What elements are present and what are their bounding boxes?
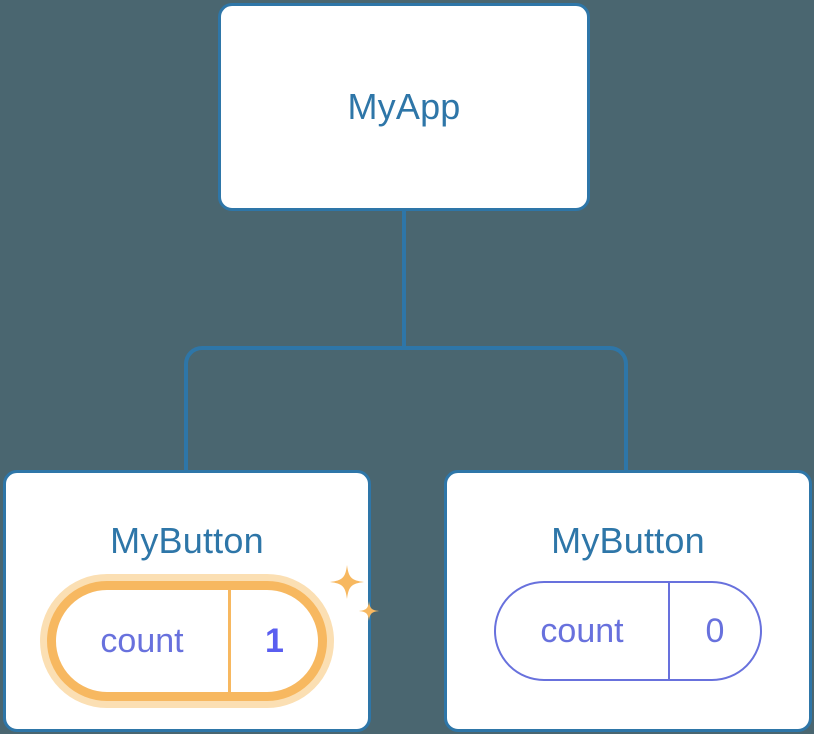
state-pill-right[interactable]: count 0 (494, 581, 762, 681)
state-value-right: 0 (668, 583, 760, 679)
node-mybutton-right[interactable]: MyButton count 0 (444, 470, 812, 732)
state-key-left: count (100, 622, 184, 660)
node-mybutton-left[interactable]: MyButton count 1 (3, 470, 379, 732)
node-myapp-title: MyApp (347, 86, 461, 127)
node-myapp[interactable]: MyApp (218, 3, 590, 211)
state-pill-left-wrap: count 1 (47, 581, 327, 701)
state-pill-right-wrap: count 0 (494, 581, 762, 681)
node-mybutton-left-title: MyButton (110, 520, 264, 561)
connector-branch-left (184, 346, 404, 470)
connector-branch-right (404, 346, 628, 470)
state-value-left: 1 (228, 590, 318, 692)
sparkle-large-icon (330, 565, 364, 599)
state-pill-left[interactable]: count 1 (47, 581, 327, 701)
state-key-right: count (540, 612, 624, 650)
node-mybutton-right-title: MyButton (551, 520, 705, 561)
